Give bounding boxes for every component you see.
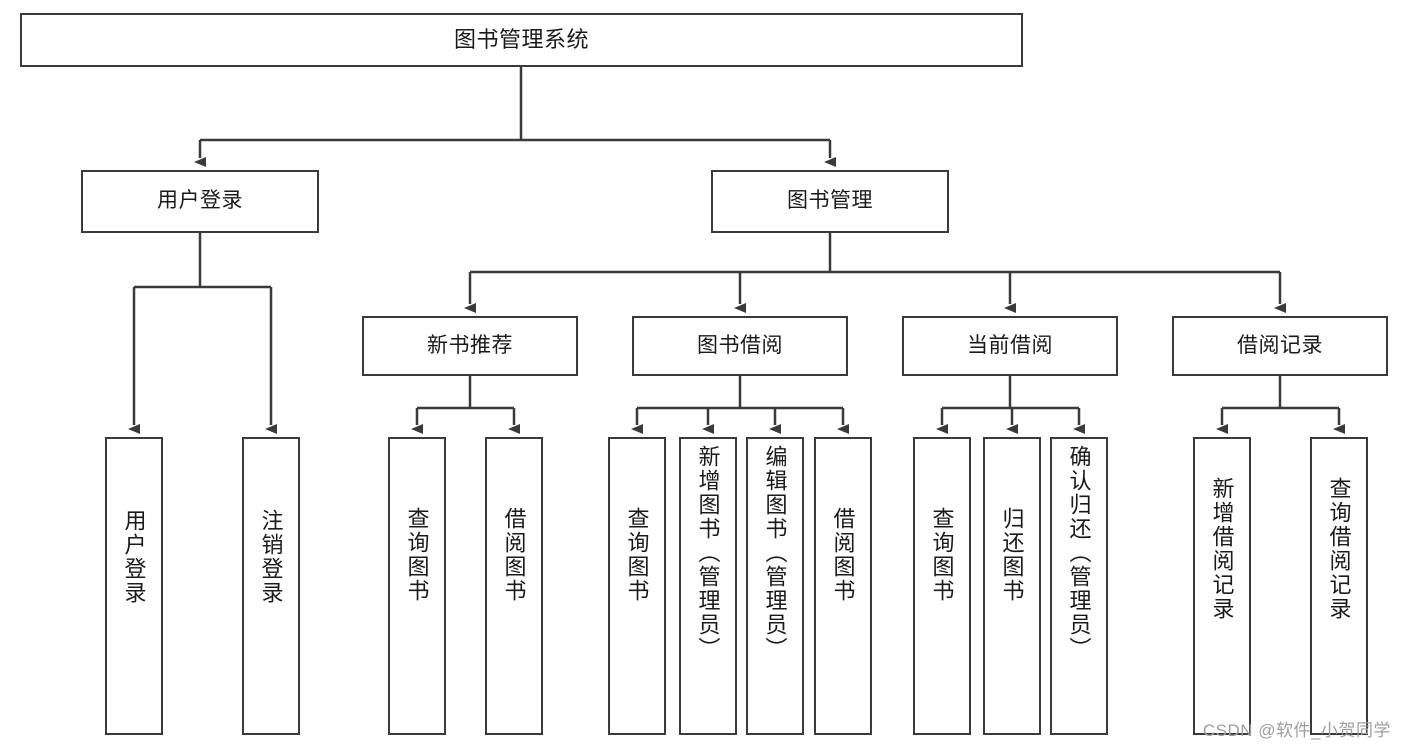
node-borrow-record[interactable]: 借阅记录 [1172,316,1388,376]
node-label: 新增借阅记录 [1209,477,1235,621]
node-label: 新增图书（管理员） [695,445,721,661]
node-label: 查询图书 [624,507,650,603]
edges-root-to-level2 [194,67,836,167]
node-label: 注销登录 [258,509,284,605]
node-book-borrow[interactable]: 图书借阅 [632,316,848,376]
node-label: 用户登录 [157,189,243,213]
node-label: 图书借阅 [697,333,783,357]
node-leaf-query-book-borrow[interactable]: 查询图书 [608,437,666,735]
node-book-management[interactable]: 图书管理 [711,170,949,233]
csdn-watermark: CSDN @软件_小贺同学 [1202,721,1391,740]
node-leaf-return-book[interactable]: 归还图书 [983,437,1041,735]
node-label: 归还图书 [999,507,1025,603]
edges-bookborrow-to-leaves [631,376,849,434]
node-root-book-management-system[interactable]: 图书管理系统 [20,13,1023,67]
node-label: 用户登录 [121,509,147,605]
edges-bookmanage-to-level3 [464,233,1286,313]
edges-currentborrow-to-leaves [936,376,1085,434]
edges-borrowrecord-to-leaves [1216,376,1345,434]
node-leaf-query-book-current[interactable]: 查询图书 [913,437,971,735]
edges-userlogin-to-leaves [128,233,277,434]
node-leaf-add-borrow-record[interactable]: 新增借阅记录 [1193,437,1251,735]
node-leaf-confirm-return-admin[interactable]: 确认归还（管理员） [1050,437,1108,735]
node-leaf-edit-book-admin[interactable]: 编辑图书（管理员） [746,437,804,735]
node-leaf-add-book-admin[interactable]: 新增图书（管理员） [679,437,737,735]
node-current-borrow[interactable]: 当前借阅 [902,316,1118,376]
node-leaf-user-login[interactable]: 用户登录 [105,437,163,735]
node-label: 编辑图书（管理员） [762,445,788,661]
node-label: 借阅图书 [830,507,856,603]
node-leaf-borrow-book-recommend[interactable]: 借阅图书 [485,437,543,735]
edges-newbook-to-leaves [411,376,520,434]
node-label: 查询借阅记录 [1326,477,1352,621]
node-label: 借阅记录 [1237,333,1323,357]
node-user-login[interactable]: 用户登录 [81,170,319,233]
node-label: 借阅图书 [501,507,527,603]
node-leaf-borrow-book[interactable]: 借阅图书 [814,437,872,735]
node-label: 查询图书 [404,507,430,603]
node-leaf-query-borrow-record[interactable]: 查询借阅记录 [1310,437,1368,735]
node-leaf-query-book-recommend[interactable]: 查询图书 [388,437,446,735]
node-label: 确认归还（管理员） [1066,445,1092,661]
node-leaf-logout[interactable]: 注销登录 [242,437,300,735]
node-new-book-recommend[interactable]: 新书推荐 [362,316,578,376]
node-label: 新书推荐 [427,333,513,357]
node-label: 图书管理系统 [453,27,589,53]
node-label: 查询图书 [929,507,955,603]
node-label: 图书管理 [787,189,873,213]
node-label: 当前借阅 [967,333,1053,357]
